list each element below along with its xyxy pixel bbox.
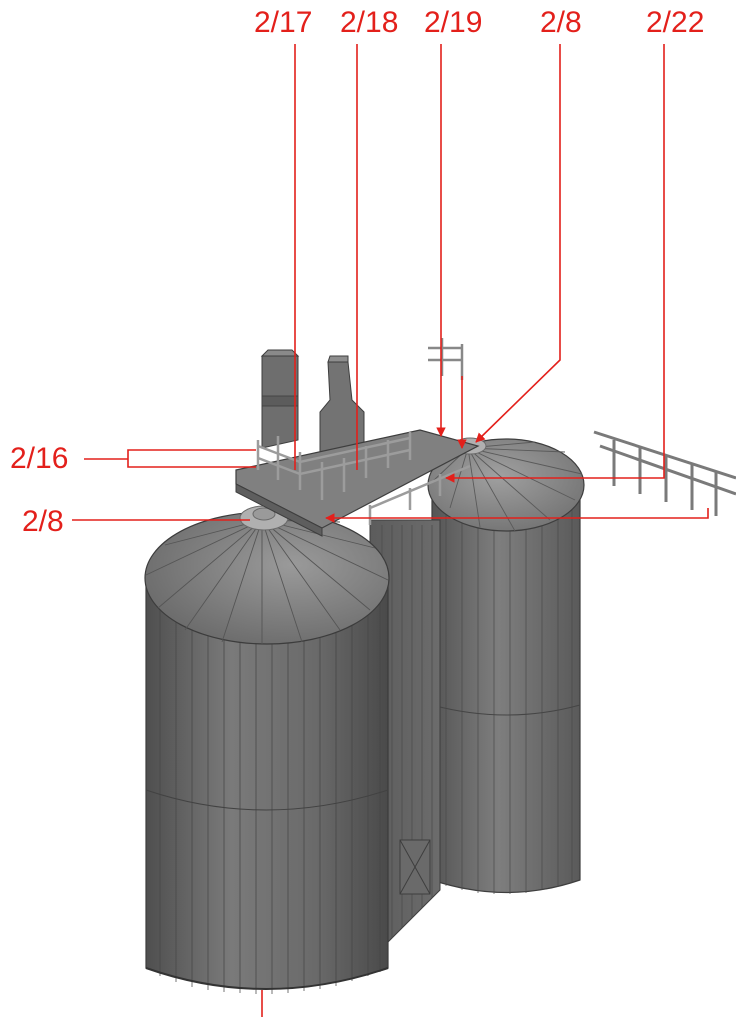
leader-2-22 [445,44,665,483]
callout-2-18: 2/18 [340,6,399,39]
rear-silo [427,438,585,894]
callout-2-17: 2/17 [254,6,313,39]
callout-2-22: 2/22 [646,6,705,39]
leader-platform [325,508,709,523]
railing-part-2-22 [593,430,736,516]
leader-2-8-top [475,44,561,443]
leader-lines [72,44,709,1017]
callout-2-8-left: 2/8 [22,505,64,538]
front-silo [144,505,390,994]
elevator-shafts [260,349,365,457]
railing-part-2-19 [428,338,464,380]
callout-2-16: 2/16 [10,442,69,475]
catwalk-platform [235,429,480,537]
callout-2-19: 2/19 [424,6,483,39]
callout-2-8-top: 2/8 [540,6,582,39]
bracket-2-16 [127,449,256,468]
